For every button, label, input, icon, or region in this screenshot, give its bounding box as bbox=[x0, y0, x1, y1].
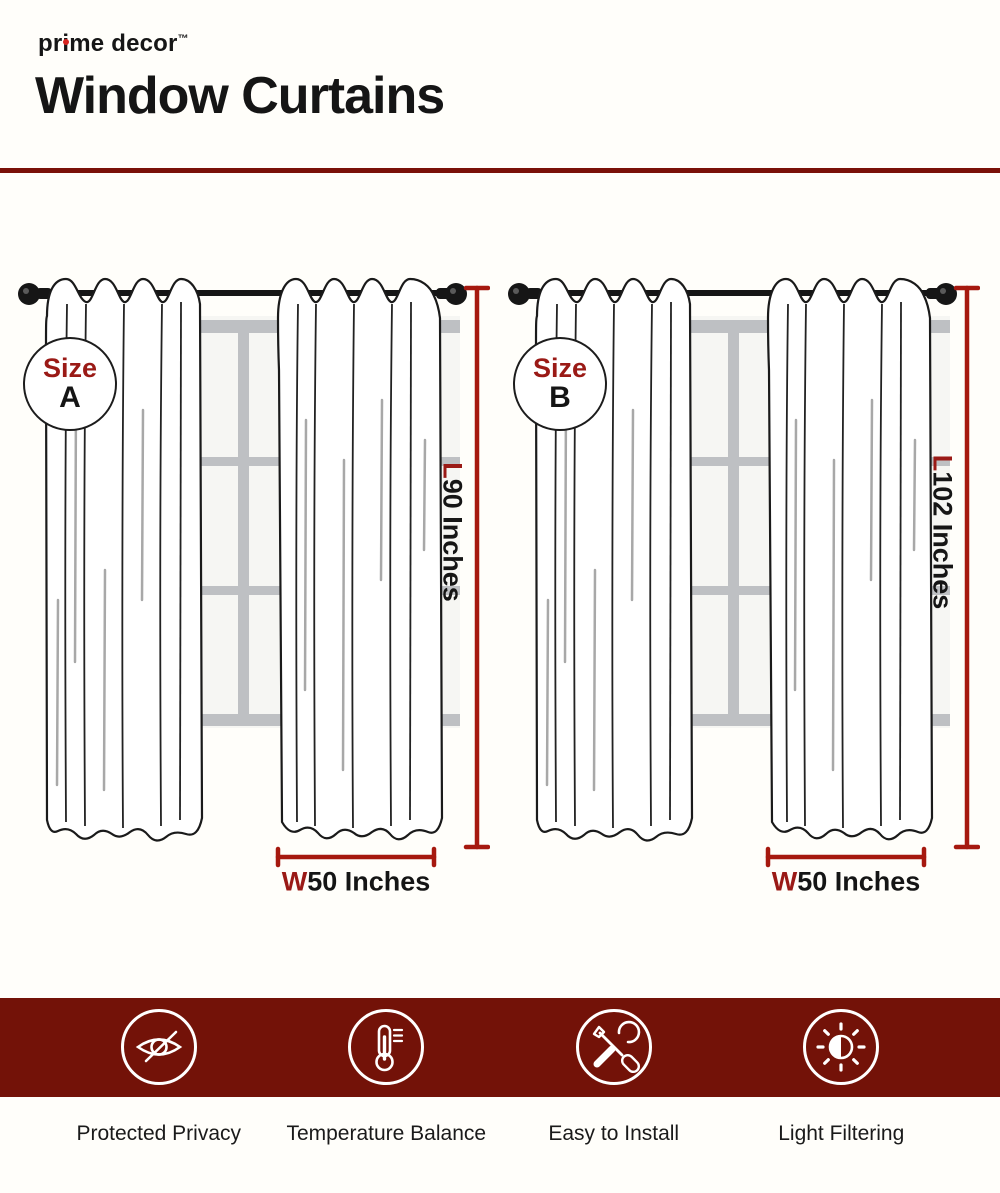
size-word: Size bbox=[532, 353, 588, 384]
size-badge-b: Size B bbox=[513, 337, 607, 431]
size-word: Size bbox=[42, 353, 98, 384]
curtain-figure-size-a: Size A L90 Inches W50 Inches bbox=[10, 270, 490, 910]
feature-temperature-balance: Temperature Balance bbox=[273, 998, 501, 1193]
curtain-figure-size-b: Size B L102 Inches W50 Inches bbox=[500, 270, 980, 910]
feature-label: Protected Privacy bbox=[76, 1122, 242, 1145]
feature-easy-to-install: Easy to Install bbox=[500, 998, 728, 1193]
curtain-illustration bbox=[18, 277, 490, 868]
features-section: Protected Privacy T bbox=[0, 998, 1000, 1193]
width-dimension-label: W50 Inches bbox=[772, 867, 921, 898]
length-dimension-label: L90 Inches bbox=[437, 462, 468, 602]
tools-icon bbox=[575, 1009, 652, 1085]
feature-light-filtering: Light Filtering bbox=[728, 998, 956, 1193]
feature-label: Light Filtering bbox=[778, 1122, 905, 1145]
trademark-symbol: ™ bbox=[177, 33, 189, 45]
feature-row: Protected Privacy T bbox=[0, 998, 1000, 1193]
size-letter: B bbox=[549, 381, 571, 415]
feature-protected-privacy: Protected Privacy bbox=[45, 998, 273, 1193]
size-badge-a: Size A bbox=[23, 337, 117, 431]
width-value: 50 Inches bbox=[797, 866, 921, 897]
page-title: Window Curtains bbox=[35, 67, 445, 125]
brand-name: prime decor bbox=[38, 30, 178, 57]
size-letter: A bbox=[59, 381, 81, 415]
sun-half-icon bbox=[803, 1009, 880, 1085]
width-value: 50 Inches bbox=[307, 866, 431, 897]
length-value: 90 Inches bbox=[437, 478, 468, 602]
thermometer-icon bbox=[348, 1009, 425, 1085]
width-letter: W bbox=[281, 866, 308, 897]
length-dimension-label: L102 Inches bbox=[927, 455, 958, 610]
feature-label: Temperature Balance bbox=[286, 1122, 487, 1145]
width-dimension-label: W50 Inches bbox=[282, 867, 431, 898]
length-letter: L bbox=[437, 462, 468, 479]
feature-label: Easy to Install bbox=[548, 1122, 680, 1145]
length-letter: L bbox=[927, 454, 958, 472]
logo-i-dot bbox=[63, 39, 69, 45]
brand-logo: prime decor™ bbox=[38, 30, 189, 58]
eye-off-icon bbox=[120, 1009, 197, 1085]
length-value: 102 Inches bbox=[927, 471, 958, 610]
header-divider bbox=[0, 168, 1000, 173]
width-letter: W bbox=[771, 866, 798, 897]
